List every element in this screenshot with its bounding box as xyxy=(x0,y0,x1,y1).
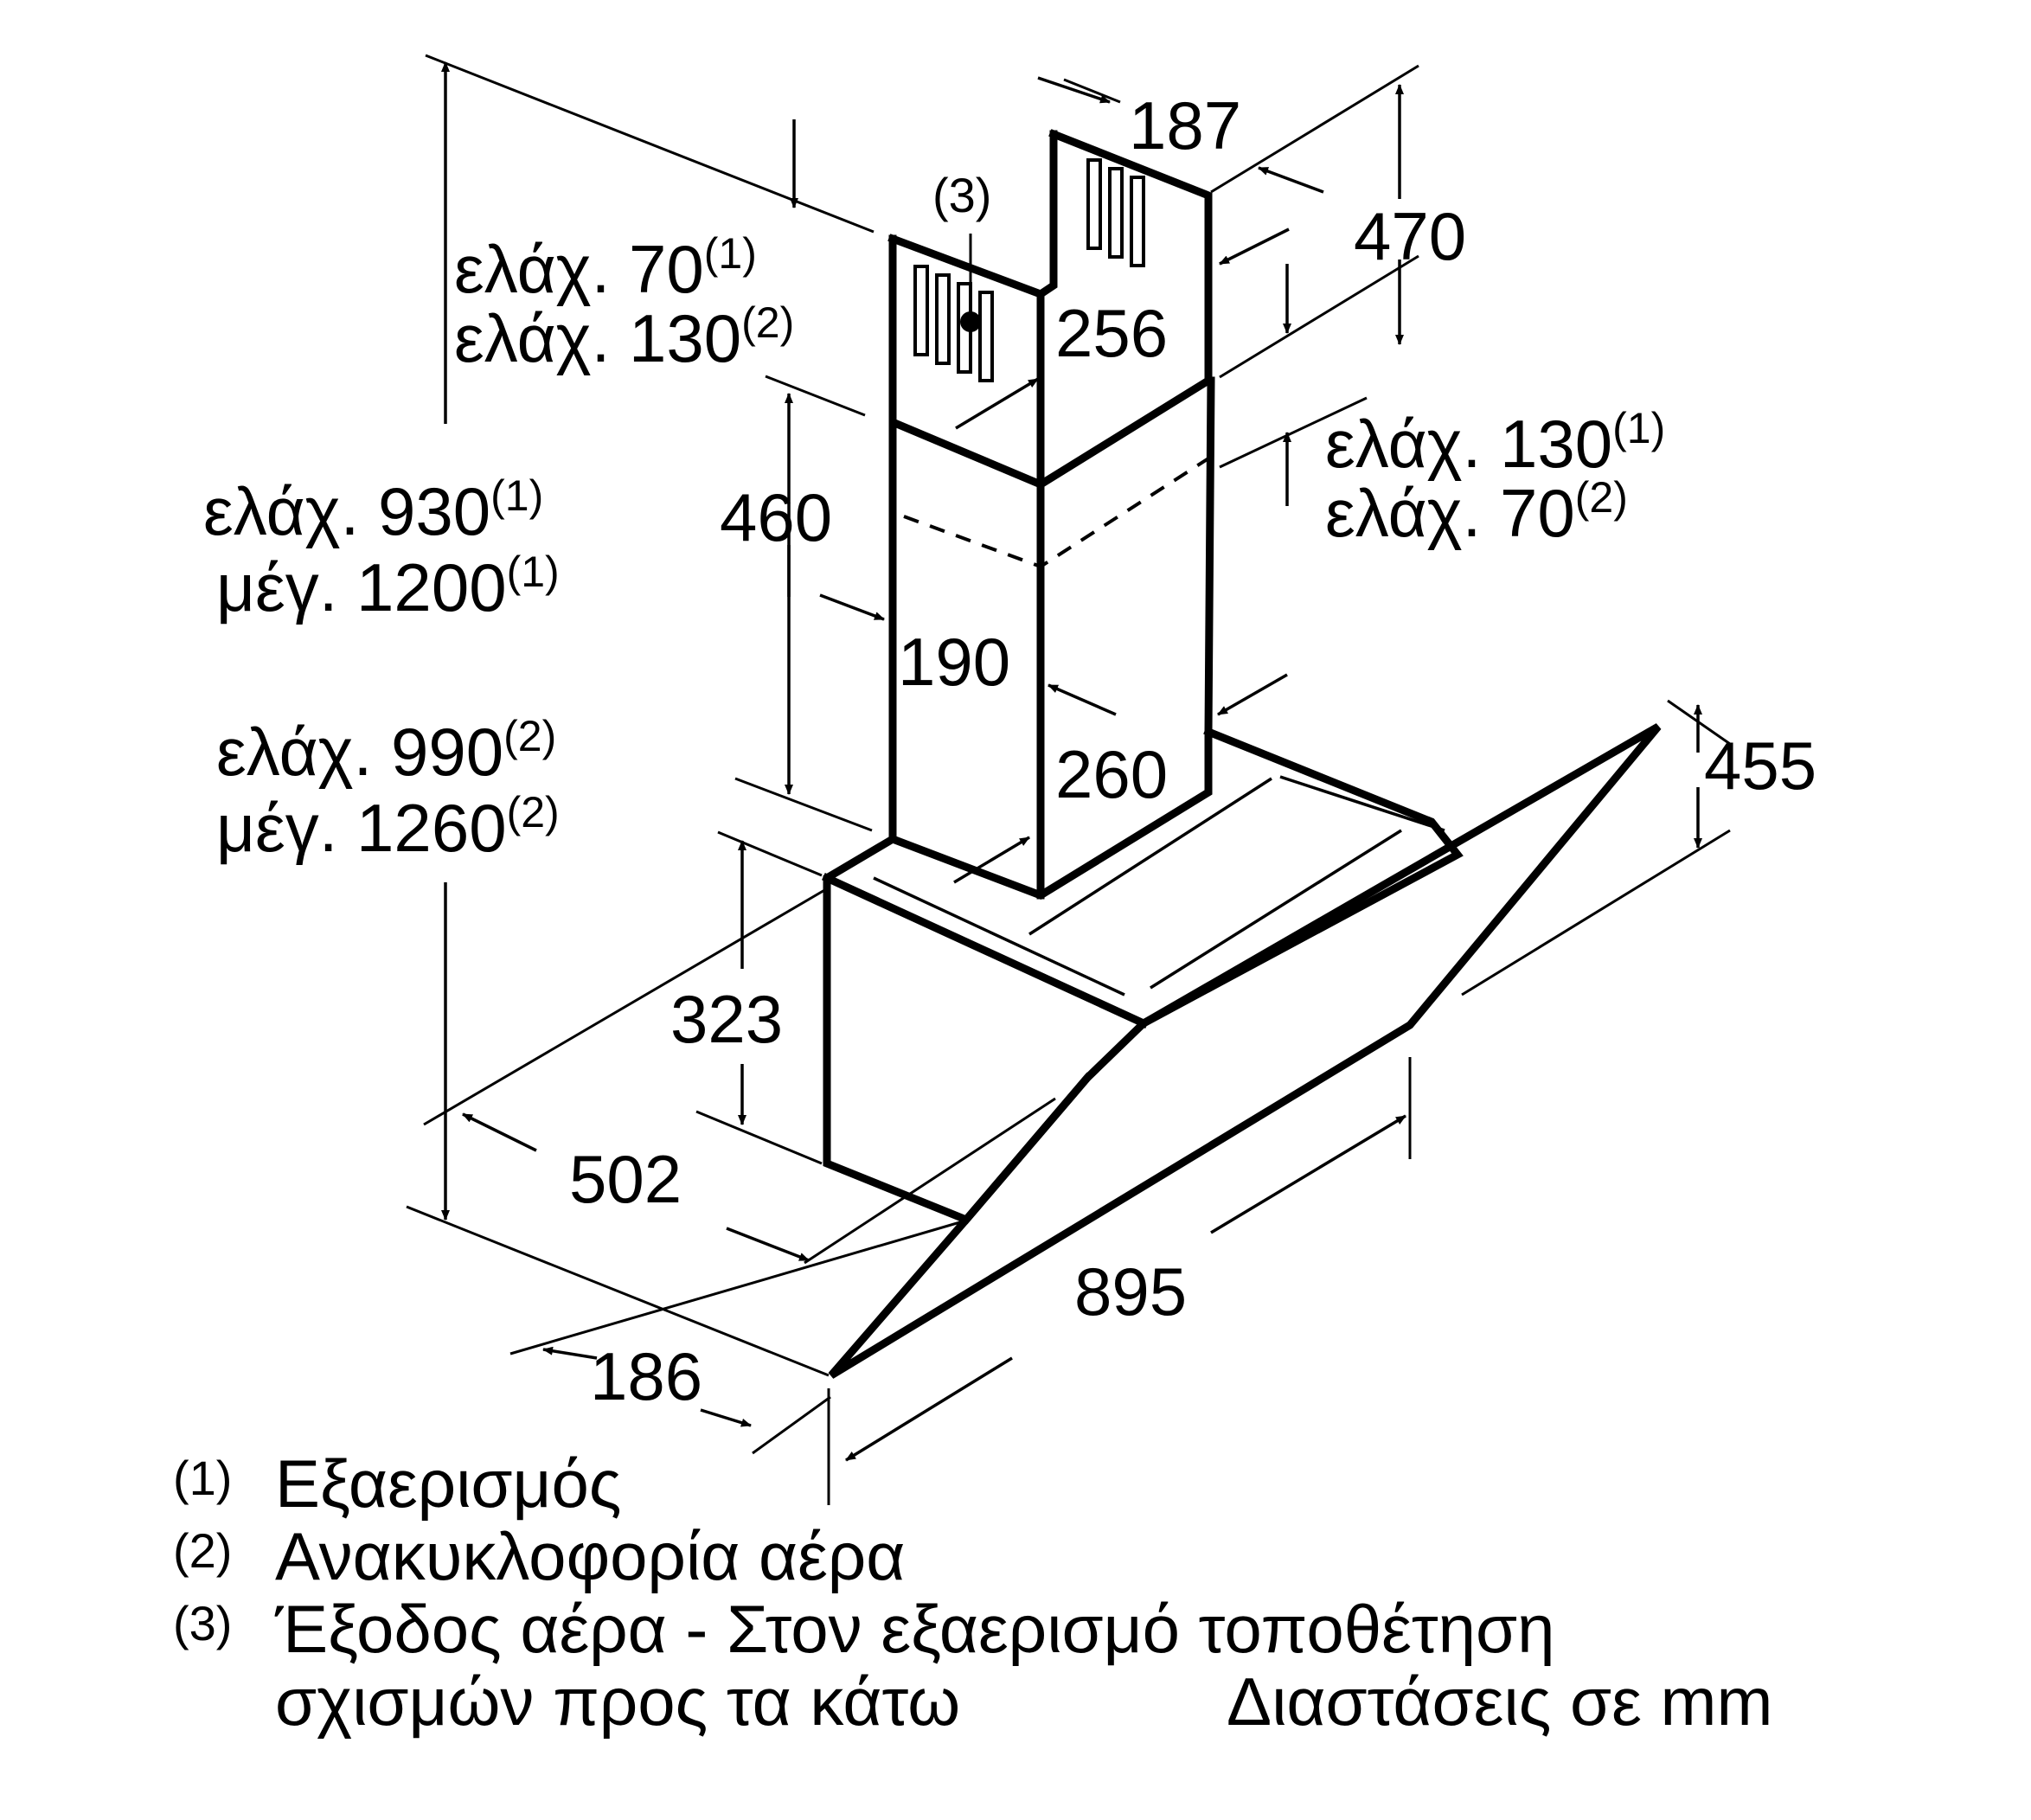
dimension-lines xyxy=(406,54,1731,1505)
height-min-1: ελάχ. 930(1) xyxy=(203,471,543,549)
vent-slot xyxy=(1086,158,1102,250)
hood-inner-line xyxy=(1028,777,1272,936)
legend-number: (1) xyxy=(173,1451,232,1505)
hood-inner-line xyxy=(1279,775,1445,832)
units-note: Διαστάσεις σε mm xyxy=(1227,1663,1773,1740)
dim-arrow xyxy=(1037,76,1111,104)
legend-number: (2) xyxy=(173,1523,232,1578)
extension-line xyxy=(695,1110,823,1165)
height-min-2: ελάχ. 990(2) xyxy=(216,712,556,790)
dim-arrow xyxy=(1217,673,1288,716)
dim-arrow xyxy=(845,1356,1013,1462)
extension-line xyxy=(1461,829,1731,997)
dim-arrow xyxy=(1210,1114,1406,1234)
top-left-min-1: ελάχ. 70(1) xyxy=(454,229,757,307)
dim-260: 260 xyxy=(1055,736,1168,812)
legend-number: (3) xyxy=(173,1596,232,1650)
extension-line xyxy=(423,888,827,1126)
extension-line xyxy=(406,1205,830,1377)
legend-text: Εξαερισμός xyxy=(275,1445,621,1522)
legend-text: σχισμών προς τα κάτω xyxy=(275,1663,960,1740)
extension-line xyxy=(425,54,875,234)
dim-arrow xyxy=(819,593,885,621)
extension-line xyxy=(1219,254,1419,379)
dim-arrow xyxy=(955,377,1039,430)
dim-895: 895 xyxy=(1074,1253,1187,1330)
dim-arrow xyxy=(1219,228,1290,266)
dim-arrow xyxy=(953,836,1030,884)
legend-text: Ανακυκλοφορία αέρα xyxy=(275,1518,905,1594)
extension-line xyxy=(1210,64,1419,194)
extension-line xyxy=(1063,78,1121,104)
extension-line xyxy=(509,1218,970,1355)
dim-323: 323 xyxy=(670,981,783,1057)
vent-slot xyxy=(1130,176,1145,267)
dim-256: 256 xyxy=(1055,295,1168,371)
height-max-1: μέγ. 1200(1) xyxy=(216,548,560,625)
vent-slot xyxy=(935,273,951,365)
dim-187: 187 xyxy=(1129,87,1241,163)
top-left-min-2: ελάχ. 130(2) xyxy=(454,298,794,376)
dim-arrow xyxy=(1048,683,1117,716)
extension-line xyxy=(804,1097,1056,1265)
lower-chimney xyxy=(888,376,1215,900)
dim-arrow xyxy=(462,1112,537,1152)
extension-line xyxy=(734,777,873,832)
extension-line xyxy=(752,1395,831,1455)
dimension-values: 187 470 256 460 190 260 455 323 502 895 … xyxy=(569,87,1816,1414)
hood-top-edge xyxy=(822,873,1149,1029)
hood-inner-line xyxy=(1150,829,1402,990)
telescopic-joint-line xyxy=(903,457,1210,569)
vent-slot xyxy=(978,291,994,382)
legend: (1) Εξαερισμός (2) Ανακυκλοφορία αέρα (3… xyxy=(173,1445,1773,1740)
dim-460: 460 xyxy=(720,479,832,555)
dim-arrow xyxy=(700,1408,752,1427)
dim-455: 455 xyxy=(1704,727,1816,804)
outlet-marker-dot xyxy=(960,311,981,332)
dim-arrow xyxy=(542,1346,598,1360)
dim-470: 470 xyxy=(1354,198,1466,274)
right-min-1: ελάχ. 130(1) xyxy=(1325,404,1665,482)
dim-502: 502 xyxy=(569,1141,682,1217)
height-max-2: μέγ. 1260(2) xyxy=(216,788,560,866)
dim-186: 186 xyxy=(590,1338,702,1414)
min-max-callouts: (3) ελάχ. 70(1) ελάχ. 130(2) ελάχ. 130(1… xyxy=(203,168,1665,866)
dim-arrow xyxy=(726,1227,810,1262)
hood-inner-line xyxy=(873,876,1125,997)
right-min-2: ελάχ. 70(2) xyxy=(1325,473,1628,551)
vent-slot xyxy=(913,265,929,356)
glass-canopy xyxy=(828,723,1662,1379)
dim-190: 190 xyxy=(898,624,1010,700)
extension-line xyxy=(1219,396,1368,469)
dim-arrow xyxy=(1258,166,1324,194)
hood-outline xyxy=(822,129,1662,1379)
legend-text: Έξοδος αέρα - Στον εξαερισμό τοποθέτηση xyxy=(274,1591,1555,1667)
outlet-marker-label: (3) xyxy=(932,168,991,222)
vent-slot xyxy=(1108,167,1124,259)
extension-line xyxy=(717,830,823,877)
extension-line xyxy=(765,375,866,417)
